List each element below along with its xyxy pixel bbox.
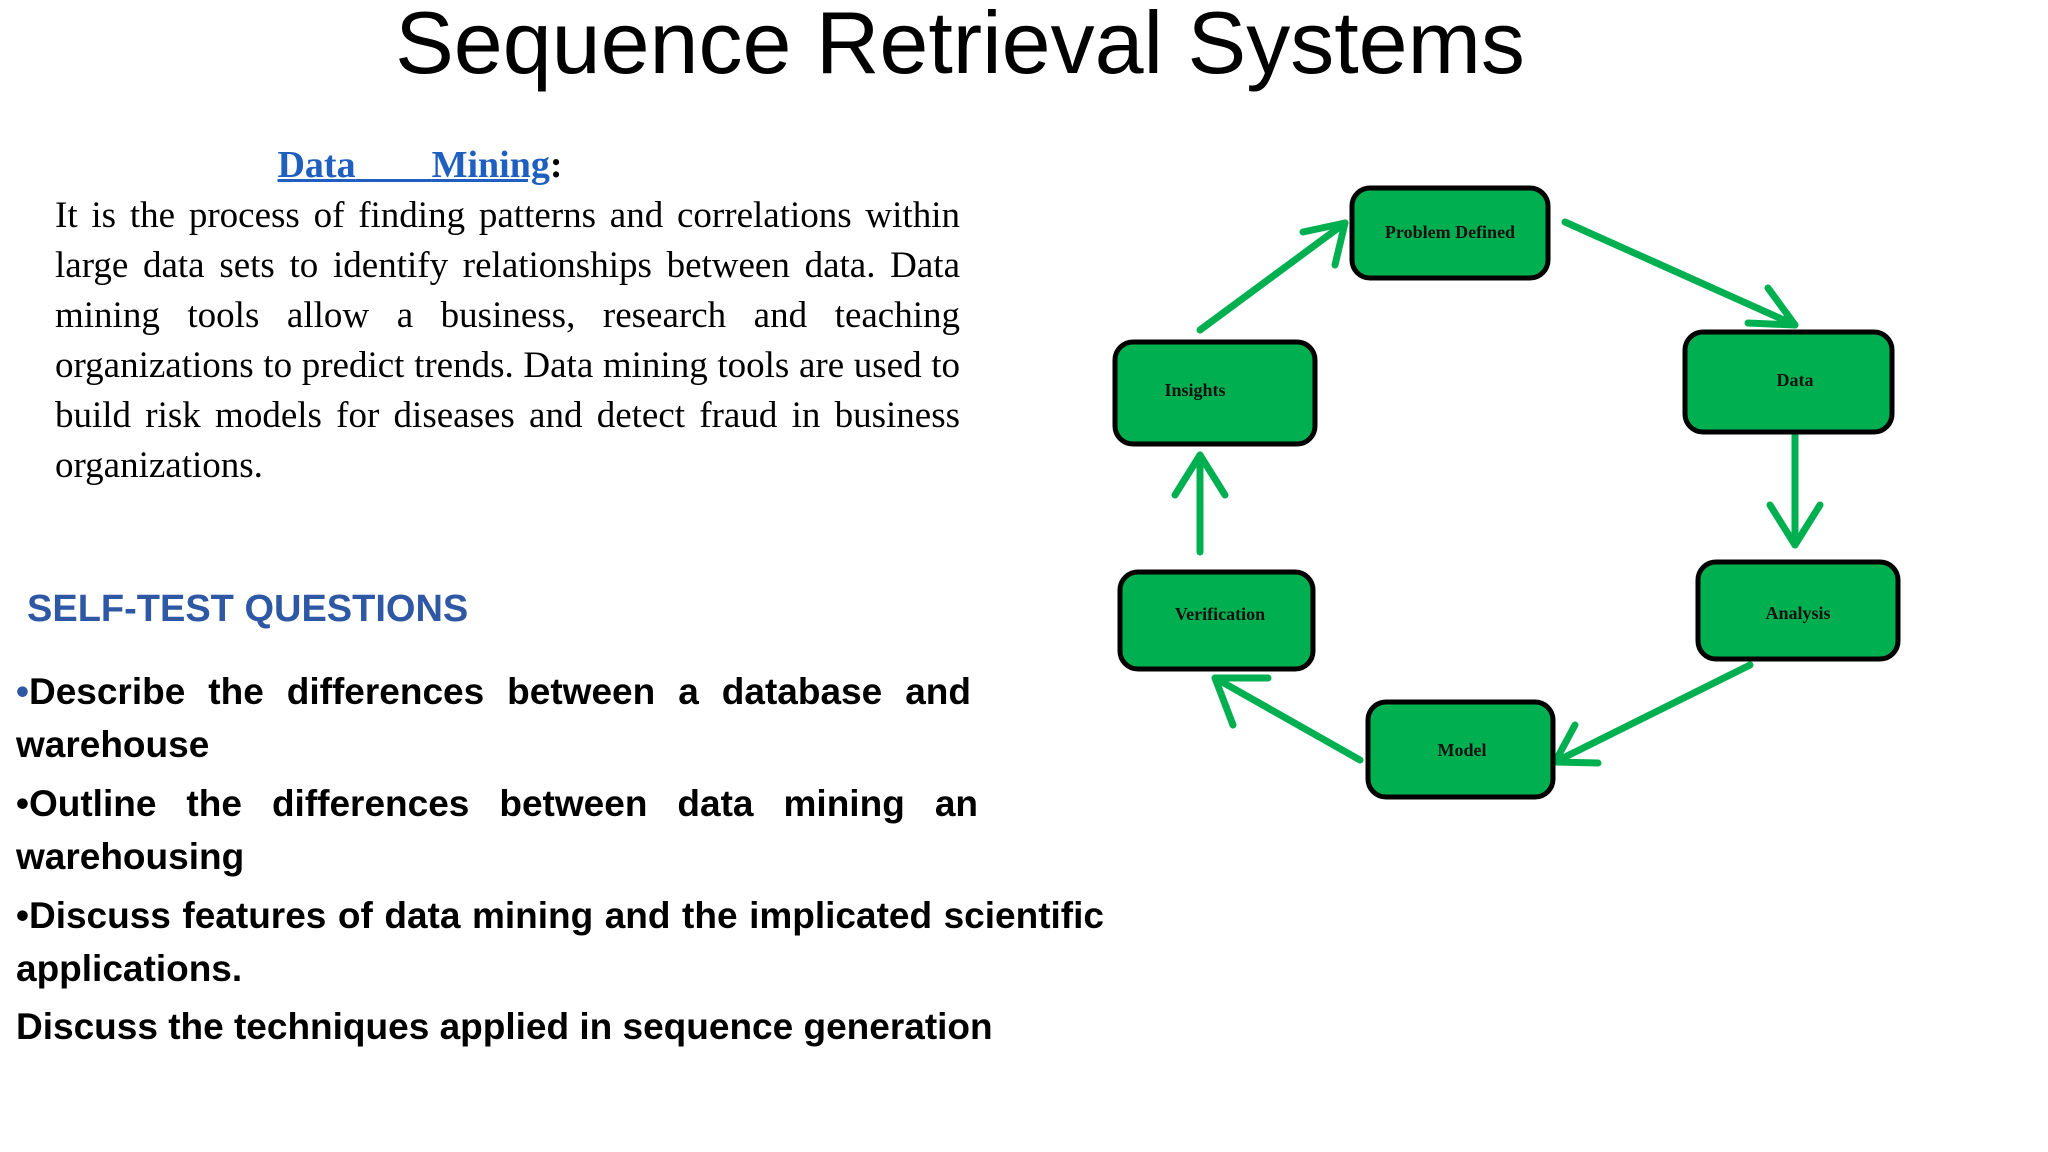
arrow-problem-to-data	[1561, 218, 1799, 329]
node-data: Data	[1682, 329, 1895, 435]
node-model: Model	[1365, 699, 1556, 800]
data-mining-link[interactable]: Data Mining	[277, 144, 549, 186]
cycle-diagram: .arr { stroke:#00b050; stroke-width:7; f…	[1112, 185, 1901, 800]
question-1: •Describe the differences between a data…	[16, 665, 971, 771]
bullet: •	[16, 671, 29, 712]
arrow-insights-to-problem	[1196, 219, 1349, 334]
bullet: •	[16, 783, 29, 824]
bullet: •	[16, 895, 29, 936]
node-label: Model	[1438, 740, 1487, 760]
arrow-data-to-analysis	[1766, 431, 1824, 549]
node-verification: Verification	[1117, 569, 1316, 672]
node-insights: Insights	[1112, 339, 1318, 447]
node-problem-defined: Problem Defined	[1349, 185, 1551, 281]
mining-word: Mining	[431, 144, 550, 186]
data-mining-section: Data Mining: It is the process of findin…	[55, 143, 960, 491]
self-test-heading: SELF-TEST QUESTIONS	[27, 588, 469, 630]
question-2: •Outline the differences between data mi…	[16, 777, 978, 883]
data-mining-heading: Data Mining:	[55, 143, 785, 187]
node-label: Data	[1777, 370, 1814, 390]
node-analysis: Analysis	[1695, 559, 1901, 662]
arrow-model-to-verification	[1211, 674, 1364, 764]
heading-colon: :	[549, 144, 563, 186]
node-label: Analysis	[1765, 603, 1830, 623]
node-label: Problem Defined	[1385, 222, 1515, 242]
arrow-analysis-to-model	[1551, 661, 1754, 767]
data-mining-paragraph: It is the process of finding patterns an…	[55, 195, 960, 486]
question-3: •Discuss features of data mining and the…	[16, 889, 1104, 995]
question-text: Discuss the techniques applied in sequen…	[16, 1006, 993, 1047]
arrow-verification-to-insights	[1171, 451, 1229, 556]
question-4: Discuss the techniques applied in sequen…	[16, 1000, 1116, 1053]
question-text: Discuss features of data mining and the …	[16, 895, 1104, 989]
slide-title: Sequence Retrieval Systems	[395, 0, 1525, 92]
question-text: Outline the differences between data min…	[16, 783, 978, 877]
node-label: Verification	[1175, 604, 1265, 624]
data-word: Data	[277, 144, 356, 186]
question-text: Describe the differences between a datab…	[16, 671, 971, 765]
node-label: Insights	[1164, 380, 1225, 400]
